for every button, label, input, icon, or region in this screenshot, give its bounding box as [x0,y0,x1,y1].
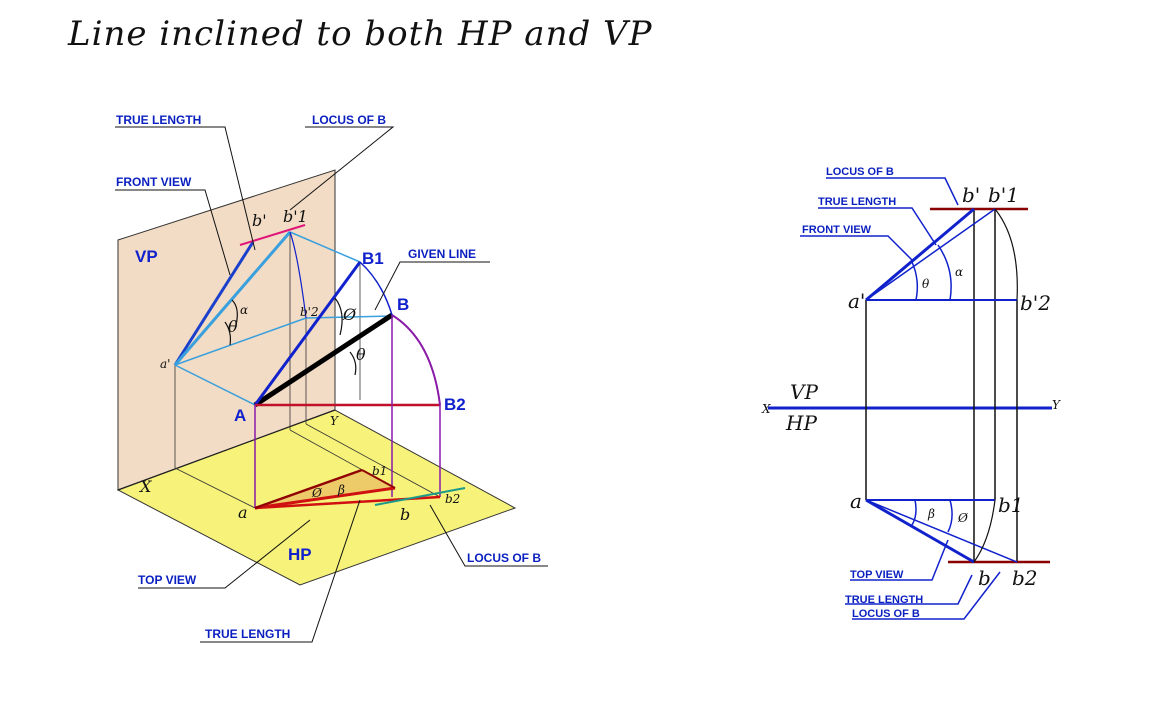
point-a-prime-pictorial: a' [160,357,170,371]
label-true-length-top: TRUE LENGTH [116,113,201,127]
ortho-point-b1: b1 [998,493,1024,517]
label-hp-pictorial: HP [288,545,312,564]
angle-phi-label-3d: Ø [342,305,357,324]
angle-theta-label-vp: θ [228,317,238,336]
light-blue-connectors [174,231,391,406]
arc-B1-B [359,261,393,316]
page-title: Line inclined to both HP and VP [68,14,653,54]
angle-alpha-arc [937,244,952,301]
ortho-angle-beta: β [927,507,935,521]
point-B2: B2 [444,395,466,414]
ortho-point-b-prime: b' [962,183,980,207]
ortho-label-locus-b-top: LOCUS OF B [826,166,894,178]
point-b2-prime-pictorial: b'2 [300,305,319,319]
label-true-length-bottom: TRUE LENGTH [205,627,290,641]
point-b1-prime-pictorial: b'1 [283,207,308,226]
arc-B-B2 [391,314,441,406]
front-view-line-vp [173,241,255,366]
ortho-label-locus-b-bottom: LOCUS OF B [852,608,920,620]
label-y-ortho: Y [1052,398,1061,412]
label-vp-ortho: VP [790,380,818,404]
angle-alpha-label-vp: α [240,303,248,317]
label-locus-b-bottom: LOCUS OF B [467,551,541,565]
point-B1: B1 [362,249,384,268]
ortho-point-b2-prime: b'2 [1020,291,1051,315]
label-x-pictorial: X [138,477,152,496]
pictorial-diagram: TRUE LENGTH LOCUS OF B FRONT VIEW GIVEN … [115,113,548,643]
b-prime-locus-vp [239,224,306,246]
hp-triangle-fill [255,470,395,508]
label-front-view: FRONT VIEW [116,175,192,189]
label-locus-b-top: LOCUS OF B [312,113,386,127]
orthographic-diagram: X Y VP HP [761,166,1061,620]
arc-b1-b [973,499,996,563]
angle-alpha-vp [231,299,238,326]
ortho-angle-alpha: α [955,265,963,279]
ortho-point-b2: b2 [1012,566,1038,590]
angle-theta-vp [224,321,232,346]
front-view-line [865,207,975,302]
ortho-point-b1-prime: b'1 [988,183,1019,207]
point-b1-pictorial: b1 [372,464,387,478]
point-b2-pictorial: b2 [445,492,460,506]
top-view-line [254,486,396,510]
ortho-point-b: b [978,566,991,590]
leader-lines-right [800,177,1001,620]
hp-b1-projector [361,469,396,489]
leader-lines-left [115,126,548,643]
angle-theta-arc [911,261,919,301]
ortho-angle-phi: Ø [957,511,969,525]
point-a-pictorial: a [238,503,248,522]
point-B: B [397,295,409,314]
angle-theta-label-3d: θ [356,345,366,364]
true-length-line-vp [173,231,292,366]
ortho-projectors [865,209,1018,562]
ortho-angle-theta: θ [922,277,930,291]
given-line-AB [253,312,394,408]
line-AB1 [253,261,362,406]
label-hp-ortho: HP [785,411,817,435]
xy-line-pictorial [117,409,336,491]
label-vp-pictorial: VP [135,247,158,266]
angle-phi-3d [334,297,343,336]
angle-theta-3d [349,351,357,376]
point-A: A [234,406,246,425]
label-x-ortho: X [761,402,771,416]
hp-b-locus [374,487,466,506]
angle-phi-arc [947,499,953,533]
ortho-label-top-view: TOP VIEW [850,569,904,581]
label-top-view: TOP VIEW [138,573,197,587]
top-view-line-ortho [865,498,975,564]
label-given-line: GIVEN LINE [408,247,476,261]
angle-phi-label-hp: Ø [311,486,323,500]
angle-beta-arc [911,499,917,526]
ortho-point-a-prime: a' [848,289,865,313]
point-b-pictorial: b [400,505,410,524]
ortho-label-true-length-top: TRUE LENGTH [818,196,896,208]
true-length-top [865,499,1018,563]
arc-b1-b-vp [289,231,307,319]
point-b-prime-pictorial: b' [252,211,267,230]
ortho-label-front-view: FRONT VIEW [802,224,872,236]
top-view-dark [254,468,363,510]
arc-b1-prime-b2-prime [994,208,1018,301]
ortho-label-true-length-bottom: TRUE LENGTH [845,594,923,606]
true-length-front [865,208,996,301]
ortho-point-a: a [850,489,862,513]
angle-beta-label-hp: β [337,483,345,497]
label-y-pictorial: Y [330,414,339,428]
